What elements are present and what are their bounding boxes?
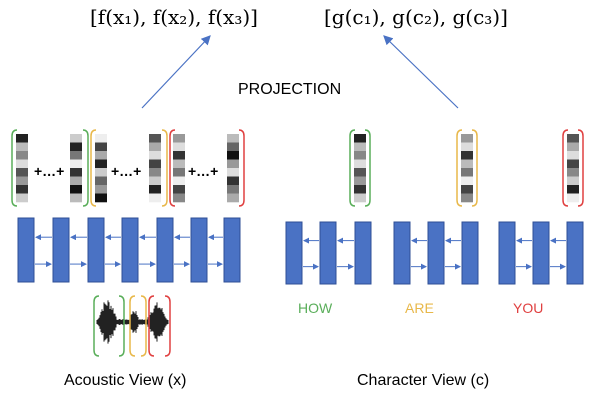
projection-label: PROJECTION (238, 81, 341, 98)
rnn-cell (87, 217, 105, 283)
embedding-column (354, 134, 366, 203)
bracket-right (161, 129, 168, 207)
embedding-column (70, 134, 82, 203)
rnn-cell (121, 217, 139, 283)
word-how: HOW (298, 300, 333, 316)
word-are: ARE (405, 300, 434, 316)
projection-arrow-right (383, 35, 459, 109)
bracket-right (577, 129, 584, 207)
embedding-column (173, 134, 185, 203)
rnn-cell (498, 221, 516, 285)
bracket-left (90, 129, 97, 207)
bracket-left (456, 129, 463, 207)
embedding-column (95, 134, 107, 203)
rnn-cell (223, 217, 241, 283)
wave-bracket-left (93, 295, 100, 357)
rnn-cell (566, 221, 584, 285)
embedding-column (461, 134, 473, 203)
rnn-cell (427, 221, 445, 285)
g-formula: [g(c₁), g(c₂), g(c₃)] (324, 5, 508, 29)
ellipsis-2: +…+ (111, 163, 141, 179)
rnn-cell (52, 217, 70, 283)
audio-waveform (93, 295, 171, 357)
bracket-left (562, 129, 569, 207)
embedding-column (16, 134, 28, 203)
rnn-cell (285, 221, 303, 285)
rnn-cell (319, 221, 337, 285)
rnn-cell (461, 221, 479, 285)
wave-bracket-left (148, 295, 155, 357)
character-embeddings (349, 129, 584, 207)
rnn-cell (17, 217, 35, 283)
rnn-cell (156, 217, 174, 283)
ellipsis-1: +…+ (34, 163, 64, 179)
rnn-cell (393, 221, 411, 285)
bracket-left (11, 129, 18, 207)
ellipsis-3: +…+ (188, 163, 218, 179)
embedding-column (149, 134, 161, 203)
rnn-cell (532, 221, 550, 285)
acoustic-rnn (17, 217, 241, 283)
character-view-label: Character View (c) (357, 372, 489, 389)
rnn-cell (190, 217, 208, 283)
wave-bracket-right (118, 295, 125, 357)
bracket-right (82, 129, 89, 207)
bracket-right (364, 129, 371, 207)
wave-bracket-right (164, 295, 171, 357)
acoustic-view-label: Acoustic View (x) (64, 372, 186, 389)
bracket-left (349, 129, 356, 207)
rnn-cell (354, 221, 372, 285)
wave-bracket-left (129, 295, 136, 357)
wave-bracket-right (140, 295, 147, 357)
embedding-column (227, 134, 239, 203)
projection-arrow-left (141, 35, 211, 109)
f-formula: [f(x₁), f(x₂), f(x₃)] (90, 5, 258, 29)
word-you: YOU (513, 300, 543, 316)
bracket-right (238, 129, 245, 207)
bracket-left (169, 129, 176, 207)
character-rnn (285, 221, 584, 285)
acoustic-embeddings (11, 129, 245, 207)
bracket-right (471, 129, 478, 207)
embedding-column (567, 134, 579, 203)
